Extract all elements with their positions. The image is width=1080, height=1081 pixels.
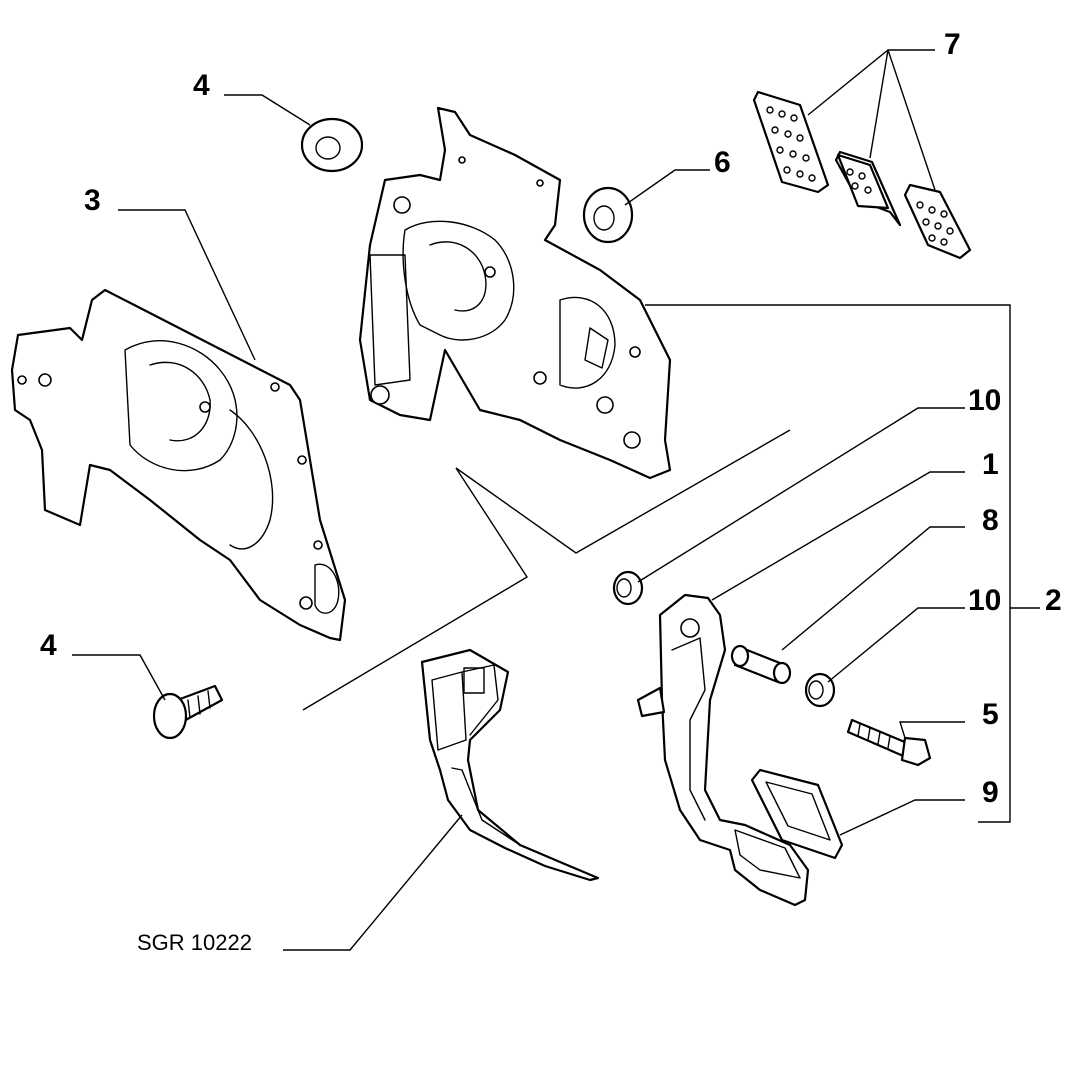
part-4-grommet-top (300, 117, 364, 173)
callout-4-rivet: 4 (40, 629, 57, 662)
callout-labels: 4 3 6 7 10 1 8 10 2 4 5 9 SGR 10222 (40, 28, 1062, 955)
leader-lines (72, 49, 1040, 951)
callout-1: 1 (982, 448, 999, 481)
callout-8: 8 (982, 504, 999, 537)
callout-9: 9 (982, 776, 999, 809)
part-3-left-bracket (10, 288, 347, 642)
callout-7: 7 (944, 28, 961, 61)
part-10-bushing-lower (804, 672, 836, 708)
callout-10-lower: 10 (968, 584, 1001, 617)
part-10-bushing-upper (612, 570, 644, 606)
callout-6: 6 (714, 146, 731, 179)
part-6-grommet (582, 186, 634, 244)
reference-code: SGR 10222 (137, 930, 252, 955)
part-9-pedal-rubber (750, 768, 844, 860)
accelerator-pedal-assembly (420, 648, 600, 882)
part-5-bolt (846, 718, 932, 767)
part-7-pedal-pads (752, 90, 972, 260)
callout-4-grommet: 4 (193, 69, 210, 102)
callout-5: 5 (982, 698, 999, 731)
main-pedal-bracket (358, 106, 672, 480)
callout-10-upper: 10 (968, 384, 1001, 417)
part-4-push-rivet (152, 684, 224, 740)
callout-3: 3 (84, 184, 101, 217)
section-lines (302, 429, 791, 711)
callout-2: 2 (1045, 584, 1062, 617)
part-8-spacer-tube (730, 644, 792, 685)
part-1-brake-pedal (636, 593, 810, 907)
